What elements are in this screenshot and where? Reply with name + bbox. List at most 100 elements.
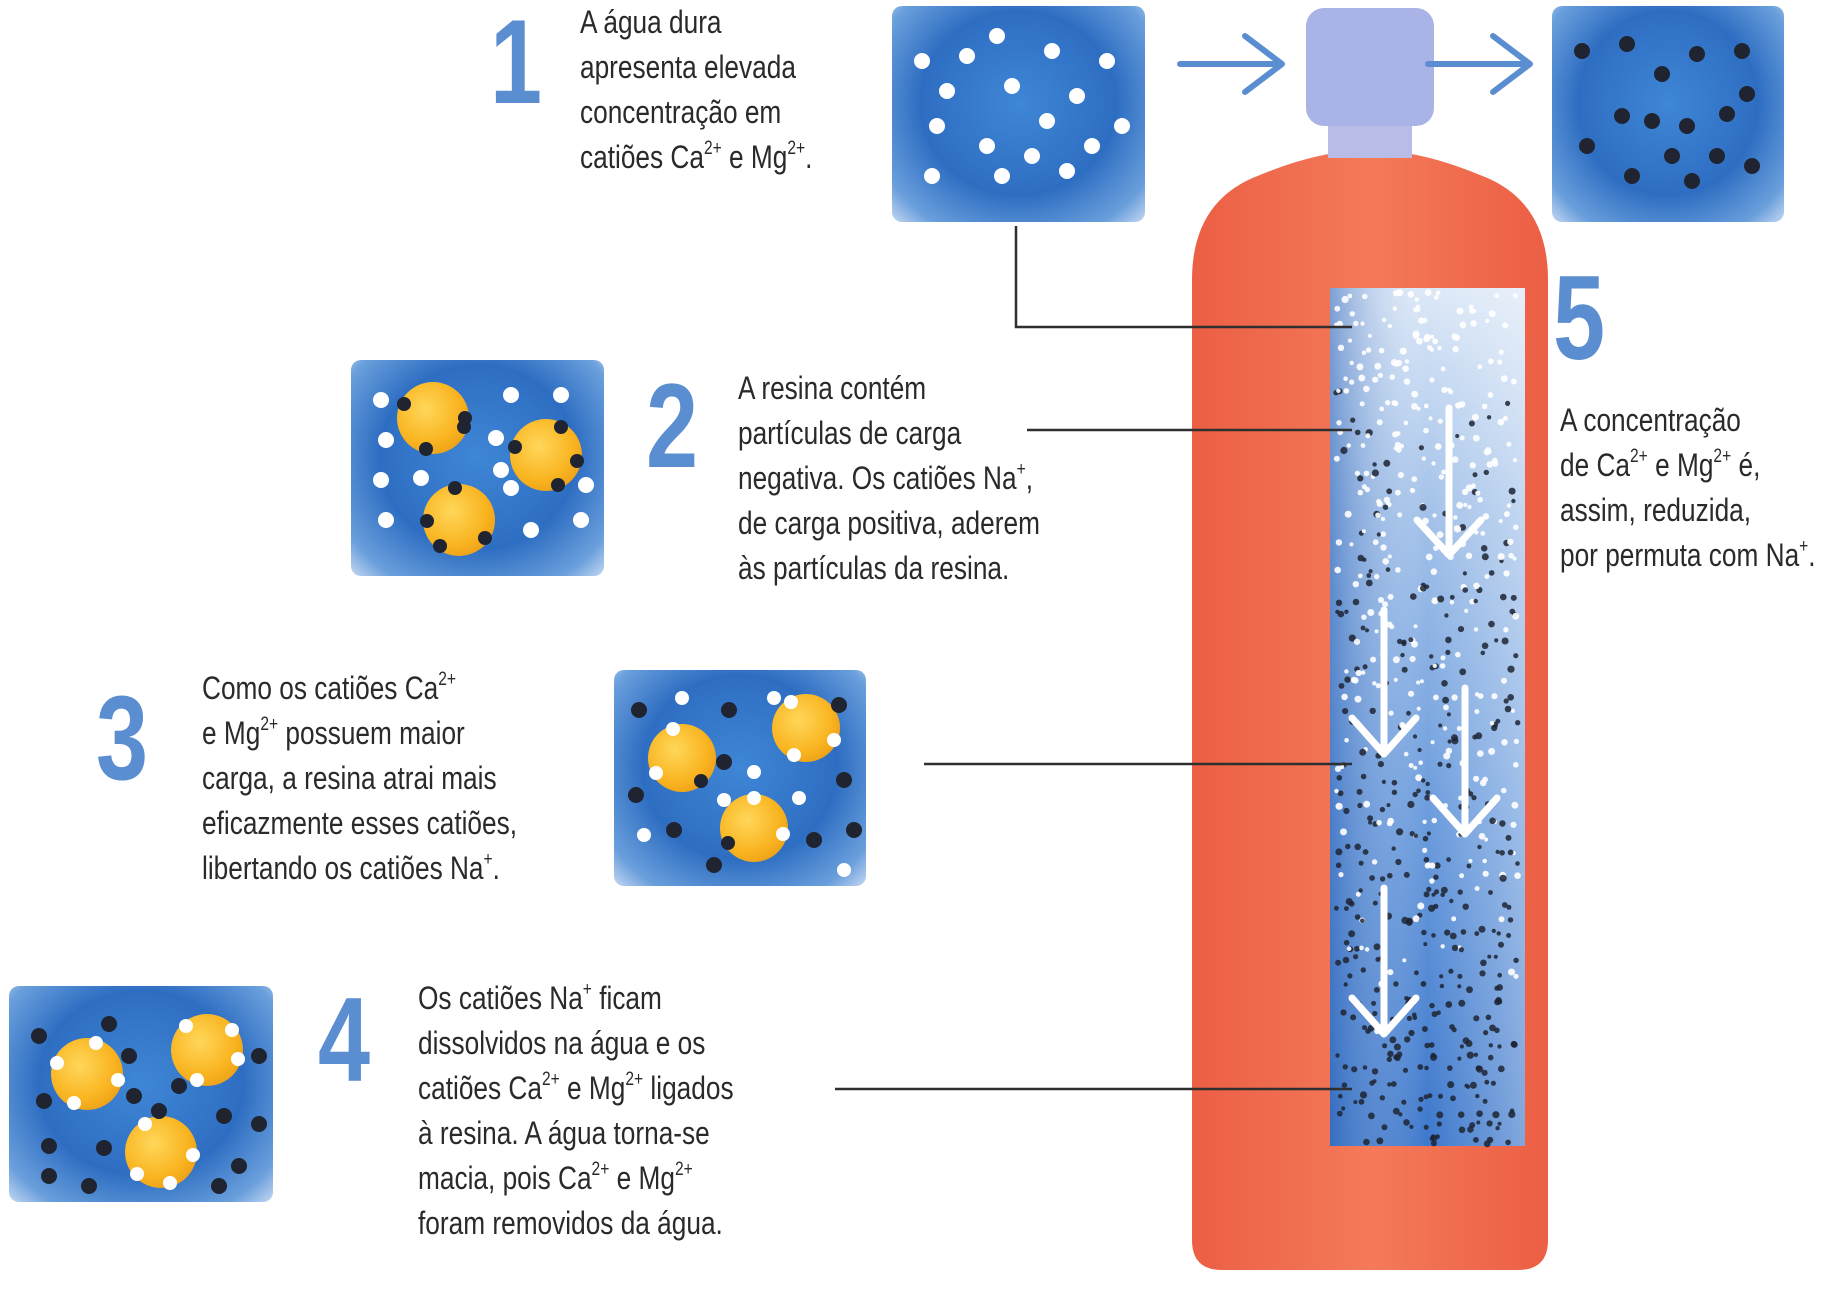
column-na-particle [1402, 958, 1407, 963]
text-span: A água dura [580, 4, 722, 40]
step-text-line: foram removidos da água. [418, 1201, 734, 1246]
column-na-particle [1363, 385, 1370, 393]
column-ca-mg-particle [1372, 1010, 1378, 1017]
column-na-particle [1486, 461, 1494, 468]
column-ca-mg-particle [1439, 983, 1445, 989]
column-ca-mg-particle [1386, 488, 1393, 495]
column-ca-mg-particle [1357, 554, 1365, 562]
column-na-particle [1485, 318, 1490, 324]
column-ca-mg-particle [1344, 676, 1351, 683]
column-na-particle [1510, 821, 1517, 828]
calcium-magnesium-ion [81, 1178, 97, 1194]
column-ca-mg-particle [1505, 834, 1512, 841]
column-ca-mg-particle [1345, 898, 1353, 905]
charge-superscript: 2+ [260, 714, 279, 736]
sodium-ion [767, 691, 781, 705]
column-ca-mg-particle [1371, 469, 1379, 477]
column-na-particle [1395, 489, 1401, 496]
column-ca-mg-particle [1488, 620, 1495, 628]
column-ca-mg-particle [1337, 790, 1344, 797]
column-ca-mg-particle [1417, 1106, 1423, 1112]
column-na-particle [1360, 670, 1366, 675]
sodium-ion [826, 732, 841, 747]
column-na-particle [1477, 496, 1483, 503]
column-ca-mg-particle [1404, 1036, 1411, 1043]
column-ca-mg-particle [1413, 833, 1419, 839]
sodium-ion [66, 1096, 81, 1111]
column-na-particle [1488, 310, 1496, 318]
column-ca-mg-particle [1341, 1106, 1346, 1111]
column-na-particle [1425, 553, 1433, 561]
column-na-particle [1363, 800, 1371, 808]
hard-water-cation [1004, 78, 1020, 94]
column-na-particle [1361, 350, 1367, 356]
calcium-magnesium-ion [836, 772, 852, 788]
calcium-magnesium-ion [628, 787, 644, 803]
sodium-ion [179, 1018, 194, 1033]
sodium-ion [185, 1148, 200, 1163]
arrow-right-icon [1425, 33, 1533, 95]
column-na-particle [1355, 669, 1362, 677]
step-text-line: partículas de carga [738, 411, 1040, 456]
column-ca-mg-particle [1410, 593, 1417, 600]
column-na-particle [1362, 293, 1368, 300]
column-ca-mg-particle [1429, 1002, 1435, 1009]
column-na-particle [1382, 558, 1389, 565]
column-ca-mg-particle [1423, 1094, 1429, 1100]
column-ca-mg-particle [1368, 1112, 1375, 1120]
calcium-magnesium-ion [211, 1178, 227, 1194]
column-ca-mg-particle [1365, 579, 1373, 587]
sodium-ion [111, 1073, 126, 1088]
column-ca-mg-particle [1417, 747, 1422, 753]
column-na-particle [1416, 406, 1421, 411]
column-ca-mg-particle [1458, 1126, 1466, 1134]
column-na-particle [1418, 760, 1423, 765]
column-na-particle [1484, 837, 1489, 842]
column-na-particle [1376, 819, 1382, 826]
column-na-particle [1375, 683, 1381, 689]
column-na-particle [1380, 516, 1386, 522]
text-span: macia, pois Ca [418, 1160, 592, 1196]
column-ca-mg-particle [1418, 1096, 1424, 1102]
column-na-particle [1501, 787, 1507, 794]
column-ca-mg-particle [1506, 933, 1512, 938]
column-na-particle [1435, 290, 1441, 296]
column-ca-mg-particle [1366, 573, 1372, 578]
step-text-line: A resina contém [738, 366, 1040, 411]
column-na-particle [1424, 289, 1432, 296]
column-na-particle [1416, 680, 1421, 685]
column-na-particle [1411, 390, 1419, 398]
step-text-line: carga, a resina atrai mais [202, 756, 517, 801]
column-ca-mg-particle [1436, 1121, 1442, 1127]
text-span: é, [1731, 447, 1761, 483]
soft-water-ion [1619, 36, 1635, 52]
column-ca-mg-particle [1481, 642, 1489, 650]
column-ca-mg-particle [1344, 906, 1349, 911]
sodium-ion [717, 793, 731, 807]
text-span: A concentração [1560, 402, 1741, 438]
column-ca-mg-particle [1473, 1052, 1479, 1058]
column-na-particle [1474, 886, 1480, 891]
column-ca-mg-particle [1426, 886, 1432, 892]
column-na-particle [1372, 681, 1377, 686]
column-ca-mg-particle [1381, 779, 1386, 785]
soft-water-ion [1744, 158, 1760, 174]
soft-water-ion [1574, 43, 1590, 59]
column-na-particle [1449, 600, 1455, 605]
sodium-ion [493, 462, 509, 478]
column-na-particle [1453, 515, 1458, 520]
calcium-magnesium-ion [631, 702, 647, 718]
column-ca-mg-particle [1466, 986, 1473, 994]
column-ca-mg-particle [1438, 723, 1443, 728]
calcium-magnesium-ion [251, 1048, 267, 1064]
column-ca-mg-particle [1500, 593, 1507, 601]
column-ca-mg-particle [1391, 846, 1396, 851]
panel-hard-water [892, 6, 1145, 222]
calcium-magnesium-ion [721, 836, 736, 851]
column-ca-mg-particle [1483, 469, 1490, 476]
column-ca-mg-particle [1473, 1015, 1480, 1022]
column-ca-mg-particle [1499, 820, 1506, 827]
column-na-particle [1361, 614, 1367, 620]
calcium-magnesium-ion [666, 822, 682, 838]
column-na-particle [1443, 704, 1449, 711]
